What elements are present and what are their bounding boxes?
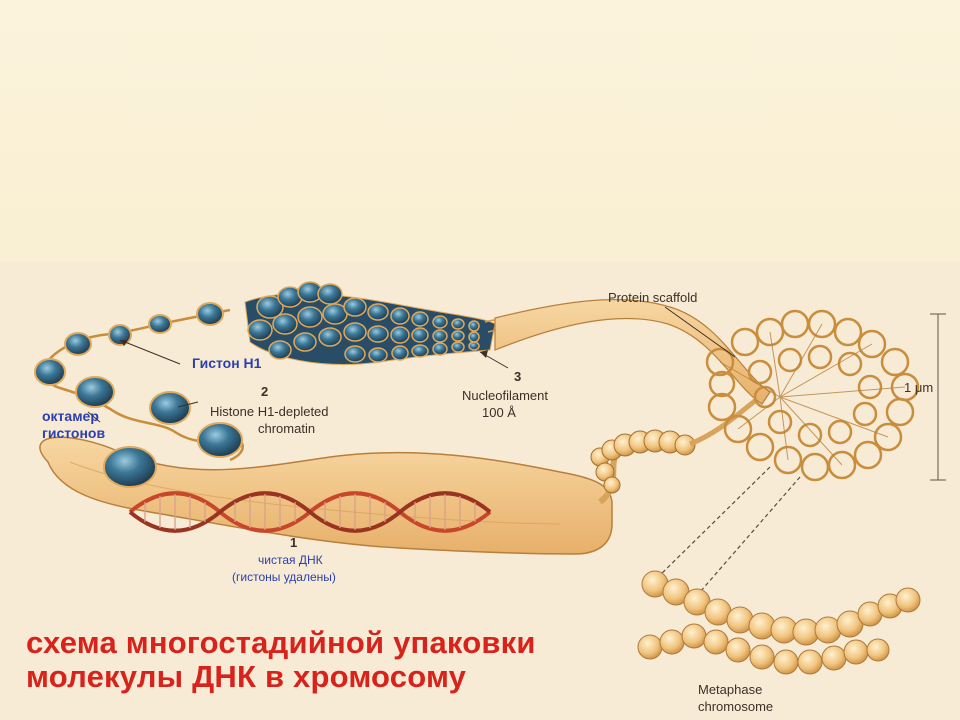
label-stage-1-line1: чистая ДНК — [258, 553, 323, 567]
dna-packaging-figure: Protein scaffold 1 μm Гистон Н1 2 Histon… — [0, 262, 960, 720]
label-stage-1-line2: (гистоны удалены) — [232, 570, 336, 584]
top-blank-area — [0, 0, 960, 262]
zoom-lines — [654, 466, 801, 593]
label-octamer-line1: октамер — [42, 408, 99, 424]
double-helix — [128, 491, 492, 533]
caption-line-2: молекулы ДНК в хромосому — [26, 659, 467, 694]
label-metaphase-line2: chromosome — [698, 699, 774, 714]
solenoid-fiber — [244, 281, 525, 365]
label-metaphase-line1: Metaphase — [698, 682, 763, 697]
nucleosomes — [34, 302, 243, 488]
label-stage-3-line2: 100 Å — [482, 405, 516, 420]
coiled-fiber — [590, 429, 696, 494]
arrow-heads — [120, 340, 488, 358]
metaphase-chromosome — [637, 570, 921, 675]
protein-scaffold-core — [719, 323, 906, 466]
label-octamer-line2: гистонов — [42, 425, 106, 441]
label-protein-scaffold: Protein scaffold — [608, 290, 698, 305]
label-stage-2-number: 2 — [261, 384, 269, 399]
helix-rungs — [144, 494, 476, 530]
protein-scaffold-loops — [705, 309, 920, 482]
label-histone-h1: Гистон Н1 — [192, 355, 262, 371]
label-stage-3-number: 3 — [514, 369, 522, 384]
label-stage-2-line1: Histone H1-depleted — [210, 404, 329, 419]
figure-caption: схема многостадийной упаковки молекулы Д… — [26, 626, 666, 694]
diagram-drawing — [34, 281, 946, 675]
caption-line-1: схема многостадийной упаковки — [26, 625, 536, 660]
nucleofilament-tube — [494, 299, 771, 405]
scale-bar — [930, 313, 946, 481]
label-stage-2-line2: chromatin — [258, 421, 316, 436]
label-stage-1-number: 1 — [290, 535, 298, 550]
label-scale: 1 μm — [904, 380, 934, 395]
label-stage-3-line1: Nucleofilament — [462, 388, 548, 403]
